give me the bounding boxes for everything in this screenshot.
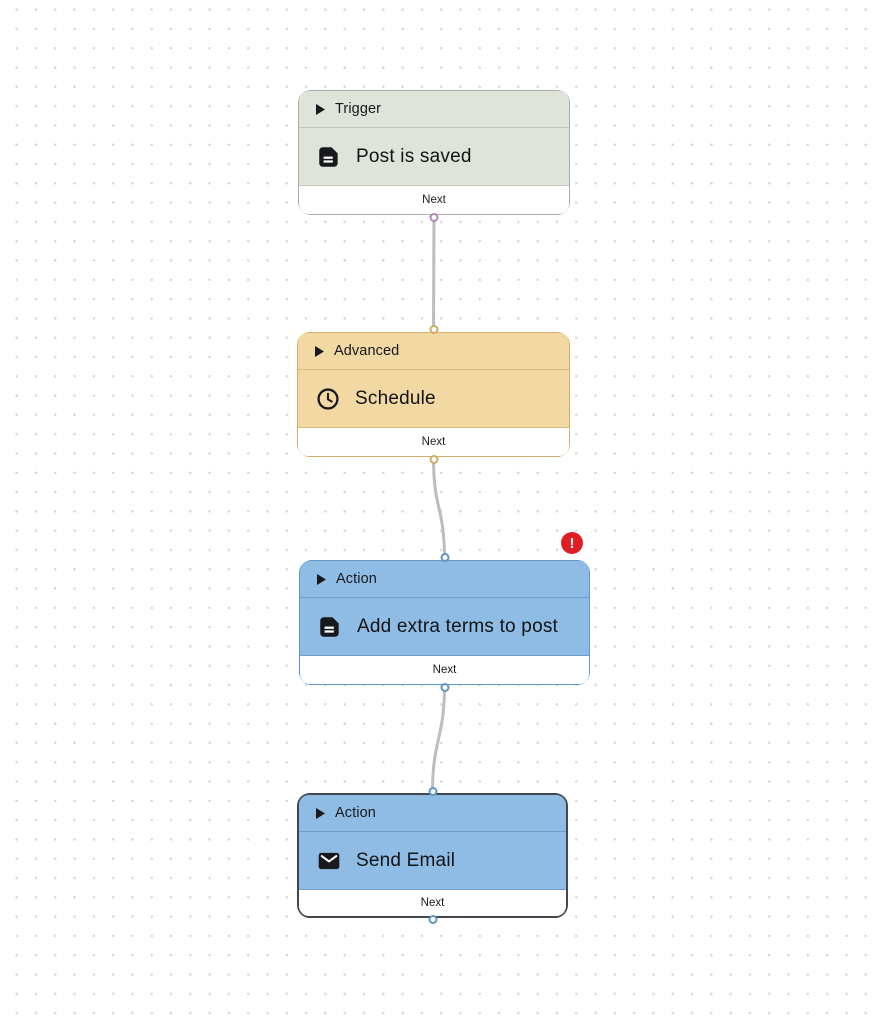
- node-footer: Next: [299, 186, 569, 214]
- collapse-icon[interactable]: [316, 103, 325, 115]
- workflow-node-action-send-email[interactable]: Action Send Email Next: [297, 787, 568, 924]
- node-footer: Next: [298, 428, 569, 456]
- node-header[interactable]: Action: [299, 795, 566, 832]
- node-footer: Next: [299, 890, 566, 916]
- mail-icon: [316, 848, 342, 874]
- connector-trigger-to-advanced[interactable]: [432, 213, 436, 334]
- note-icon: [316, 144, 342, 170]
- node-category-label: Action: [335, 805, 376, 821]
- output-port[interactable]: [428, 915, 437, 924]
- node-header[interactable]: Trigger: [299, 91, 569, 128]
- node-title: Add extra terms to post: [357, 615, 559, 637]
- connector-advanced-to-action1[interactable]: [432, 455, 446, 562]
- node-category-label: Action: [336, 571, 377, 587]
- node-header[interactable]: Advanced: [298, 333, 569, 370]
- node-title: Schedule: [355, 387, 436, 409]
- node-body: Add extra terms to post: [300, 598, 589, 656]
- clock-icon: [315, 386, 341, 412]
- node-header[interactable]: Action: [300, 561, 589, 598]
- output-port[interactable]: [429, 455, 438, 464]
- output-port[interactable]: [440, 683, 449, 692]
- collapse-icon[interactable]: [316, 807, 325, 819]
- workflow-node-action-add-terms[interactable]: Action Add extra terms to post Next !: [299, 532, 590, 692]
- error-badge[interactable]: !: [561, 532, 583, 554]
- node-card: Action Send Email Next: [299, 795, 566, 916]
- note-icon: [317, 614, 343, 640]
- node-category-label: Trigger: [335, 101, 382, 117]
- collapse-icon[interactable]: [315, 345, 324, 357]
- input-port[interactable]: [429, 325, 438, 334]
- output-port[interactable]: [429, 213, 439, 222]
- next-port-label: Next: [420, 897, 445, 909]
- node-card: Action Add extra terms to post Next: [300, 561, 589, 684]
- next-port-label: Next: [422, 194, 446, 206]
- node-body: Send Email: [299, 832, 566, 890]
- connector-action1-to-action2[interactable]: [431, 683, 446, 795]
- workflow-node-advanced[interactable]: Advanced Schedule Next: [297, 325, 570, 464]
- next-port-label: Next: [432, 664, 457, 676]
- node-card: Advanced Schedule Next: [298, 333, 569, 456]
- node-card: Trigger Post is saved Next: [299, 91, 569, 214]
- node-body: Schedule: [298, 370, 569, 428]
- input-port[interactable]: [428, 787, 437, 796]
- node-body: Post is saved: [299, 128, 569, 186]
- node-category-label: Advanced: [334, 343, 400, 359]
- input-port[interactable]: [440, 553, 449, 562]
- workflow-node-trigger[interactable]: Trigger Post is saved Next: [298, 90, 570, 222]
- node-title: Post is saved: [356, 145, 472, 167]
- collapse-icon[interactable]: [317, 573, 326, 585]
- next-port-label: Next: [421, 436, 446, 448]
- node-footer: Next: [300, 656, 589, 684]
- node-title: Send Email: [356, 849, 456, 871]
